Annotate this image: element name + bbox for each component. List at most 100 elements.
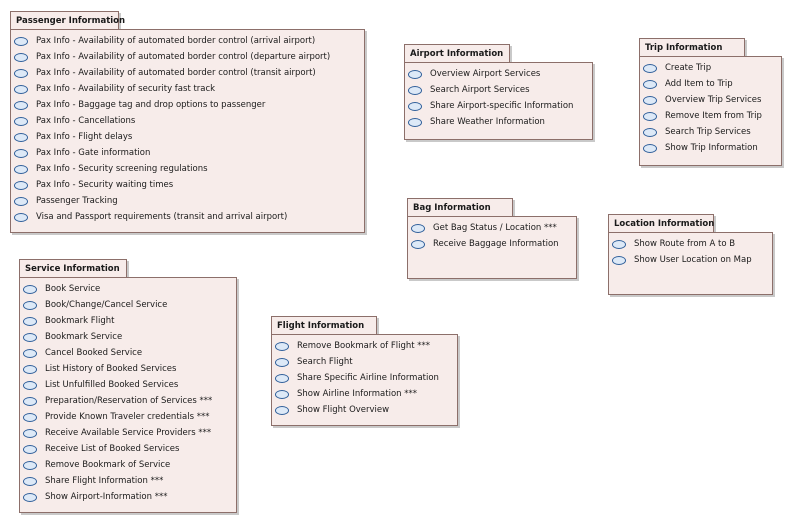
package-body: Remove Bookmark of Flight *** Search Flig… xyxy=(271,334,458,426)
use-case-ellipse-icon xyxy=(23,300,37,310)
use-case-label: Bookmark Service xyxy=(45,332,123,342)
use-case-item[interactable]: List History of Booked Services xyxy=(20,361,236,377)
use-case-label: Receive List of Booked Services xyxy=(45,444,180,454)
use-case-label: Overview Trip Services xyxy=(665,95,762,105)
use-case-label: Create Trip xyxy=(665,63,712,73)
use-case-ellipse-icon xyxy=(23,396,37,406)
use-case-item[interactable]: Remove Item from Trip xyxy=(640,108,781,124)
use-case-item[interactable]: Passenger Tracking xyxy=(11,193,364,209)
use-case-item[interactable]: Pax Info - Availability of security fast… xyxy=(11,81,364,97)
use-case-item[interactable]: Pax Info - Flight delays xyxy=(11,129,364,145)
use-case-label: Pax Info - Availability of automated bor… xyxy=(36,68,316,78)
use-case-label: Show Airport-Information *** xyxy=(45,492,168,502)
use-case-item[interactable]: Show Airport-Information *** xyxy=(20,489,236,505)
use-case-ellipse-icon xyxy=(14,100,28,110)
use-case-item[interactable]: Book/Change/Cancel Service xyxy=(20,297,236,313)
use-case-ellipse-icon xyxy=(14,148,28,158)
use-case-item[interactable]: Remove Bookmark of Flight *** xyxy=(272,338,457,354)
use-case-label: Book/Change/Cancel Service xyxy=(45,300,168,310)
use-case-item[interactable]: Search Airport Services xyxy=(405,82,592,98)
use-case-label: Show Flight Overview xyxy=(297,405,390,415)
use-case-ellipse-icon xyxy=(23,492,37,502)
use-case-label: Book Service xyxy=(45,284,101,294)
use-case-item[interactable]: Share Airport-specific Information xyxy=(405,98,592,114)
use-case-ellipse-icon xyxy=(275,389,289,399)
use-case-item[interactable]: Pax Info - Security screening regulation… xyxy=(11,161,364,177)
use-case-item[interactable]: Get Bag Status / Location *** xyxy=(408,220,576,236)
use-case-ellipse-icon xyxy=(408,101,422,111)
use-case-label: Passenger Tracking xyxy=(36,196,118,206)
use-case-ellipse-icon xyxy=(14,180,28,190)
use-case-item[interactable]: Pax Info - Availability of automated bor… xyxy=(11,33,364,49)
use-case-item[interactable]: Show Route from A to B xyxy=(609,236,772,252)
package-body: Show Route from A to B Show User Location… xyxy=(608,232,773,295)
use-case-ellipse-icon xyxy=(643,127,657,137)
use-case-ellipse-icon xyxy=(23,316,37,326)
use-case-item[interactable]: Receive List of Booked Services xyxy=(20,441,236,457)
use-case-label: Remove Bookmark of Flight *** xyxy=(297,341,431,351)
use-case-item[interactable]: Receive Available Service Providers *** xyxy=(20,425,236,441)
use-case-item[interactable]: Overview Trip Services xyxy=(640,92,781,108)
use-case-item[interactable]: Pax Info - Availability of automated bor… xyxy=(11,49,364,65)
use-case-label: Show Route from A to B xyxy=(634,239,736,249)
use-case-label: Show Trip Information xyxy=(665,143,758,153)
package-tab: Airport Information xyxy=(404,44,510,63)
use-case-ellipse-icon xyxy=(23,412,37,422)
use-case-label: Remove Bookmark of Service xyxy=(45,460,171,470)
use-case-item[interactable]: Show Flight Overview xyxy=(272,402,457,418)
use-case-item[interactable]: Book Service xyxy=(20,281,236,297)
use-case-item[interactable]: Preparation/Reservation of Services *** xyxy=(20,393,236,409)
use-case-item[interactable]: Search Flight xyxy=(272,354,457,370)
use-case-item[interactable]: Show User Location on Map xyxy=(609,252,772,268)
use-case-label: Receive Available Service Providers *** xyxy=(45,428,212,438)
use-case-item[interactable]: Provide Known Traveler credentials *** xyxy=(20,409,236,425)
use-case-item[interactable]: Show Trip Information xyxy=(640,140,781,156)
use-case-item[interactable]: Bookmark Flight xyxy=(20,313,236,329)
use-case-item[interactable]: Bookmark Service xyxy=(20,329,236,345)
use-case-item[interactable]: Pax Info - Availability of automated bor… xyxy=(11,65,364,81)
use-case-ellipse-icon xyxy=(23,476,37,486)
use-case-item[interactable]: Add Item to Trip xyxy=(640,76,781,92)
use-case-ellipse-icon xyxy=(408,85,422,95)
use-case-ellipse-icon xyxy=(14,116,28,126)
use-case-item[interactable]: Receive Baggage Information xyxy=(408,236,576,252)
use-case-item[interactable]: Pax Info - Baggage tag and drop options … xyxy=(11,97,364,113)
use-case-item[interactable]: Share Flight Information *** xyxy=(20,473,236,489)
use-case-list: Remove Bookmark of Flight *** Search Flig… xyxy=(272,335,457,418)
use-case-item[interactable]: Pax Info - Cancellations xyxy=(11,113,364,129)
use-case-label: Pax Info - Security waiting times xyxy=(36,180,174,190)
package-tab: Bag Information xyxy=(407,198,513,217)
use-case-ellipse-icon xyxy=(275,373,289,383)
use-case-item[interactable]: Cancel Booked Service xyxy=(20,345,236,361)
use-case-label: List Unfulfilled Booked Services xyxy=(45,380,179,390)
use-case-item[interactable]: Share Specific Airline Information xyxy=(272,370,457,386)
package-tab: Passenger Information xyxy=(10,11,125,30)
use-case-label: Pax Info - Availability of automated bor… xyxy=(36,36,316,46)
use-case-ellipse-icon xyxy=(643,111,657,121)
use-case-item[interactable]: Show Airline Information *** xyxy=(272,386,457,402)
use-case-item[interactable]: Overview Airport Services xyxy=(405,66,592,82)
use-case-item[interactable]: Search Trip Services xyxy=(640,124,781,140)
use-case-item[interactable]: Share Weather Information xyxy=(405,114,592,130)
use-case-item[interactable]: Visa and Passport requirements (transit … xyxy=(11,209,364,225)
use-case-ellipse-icon xyxy=(643,79,657,89)
package-tab: Service Information xyxy=(19,259,127,278)
use-case-item[interactable]: Pax Info - Gate information xyxy=(11,145,364,161)
use-case-item[interactable]: List Unfulfilled Booked Services xyxy=(20,377,236,393)
use-case-ellipse-icon xyxy=(14,164,28,174)
use-case-label: Remove Item from Trip xyxy=(665,111,762,121)
use-case-label: Get Bag Status / Location *** xyxy=(433,223,557,233)
use-case-item[interactable]: Create Trip xyxy=(640,60,781,76)
use-case-ellipse-icon xyxy=(23,332,37,342)
use-case-label: Share Airport-specific Information xyxy=(430,101,574,111)
use-case-ellipse-icon xyxy=(275,341,289,351)
use-case-label: List History of Booked Services xyxy=(45,364,177,374)
use-case-list: Pax Info - Availability of automated bor… xyxy=(11,30,364,225)
use-case-item[interactable]: Remove Bookmark of Service xyxy=(20,457,236,473)
use-case-ellipse-icon xyxy=(411,223,425,233)
use-case-ellipse-icon xyxy=(275,405,289,415)
use-case-item[interactable]: Pax Info - Security waiting times xyxy=(11,177,364,193)
